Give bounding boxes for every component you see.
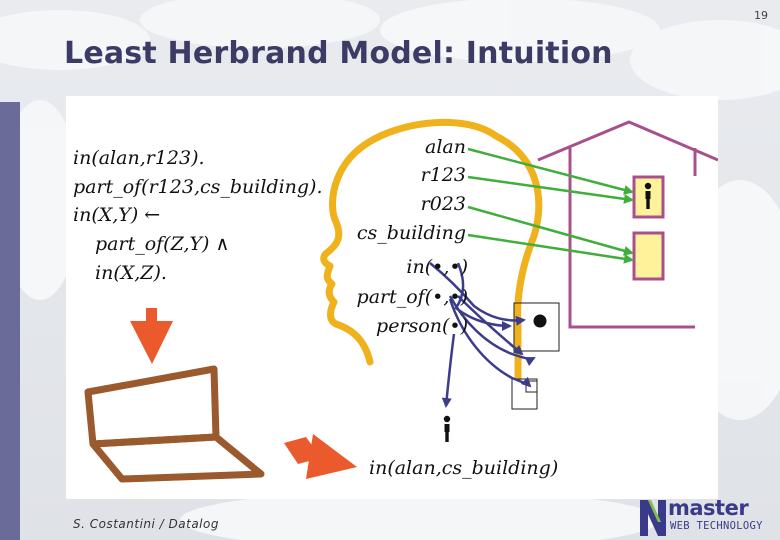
constant-arrows [468, 149, 632, 260]
program-line: part_of(r123,cs_building). [73, 178, 323, 197]
logo: master WEB TECHNOLOGY [638, 496, 776, 538]
predicate-label: part_of(•,•) [357, 288, 468, 307]
predicate-label: in(•,•) [406, 258, 468, 277]
logo-n-icon [638, 496, 668, 538]
domain-element-room [526, 381, 537, 392]
constant-label: alan [425, 138, 466, 157]
program-line: part_of(Z,Y) ∧ [95, 235, 229, 254]
program-line: in(X,Y) ← [73, 206, 160, 225]
house [538, 122, 718, 327]
orange-arrow-right [284, 434, 357, 479]
page-number: 19 [754, 9, 768, 22]
slide-title: Least Herbrand Model: Intuition [64, 36, 613, 71]
footer-author: S. Costantini / Datalog [73, 517, 219, 531]
program-line: in(alan,r123). [73, 149, 205, 168]
predicate-label: person(•) [376, 317, 468, 336]
program-line: in(X,Z). [95, 264, 167, 283]
orange-arrow-down [130, 308, 173, 364]
logo-word-bottom: WEB TECHNOLOGY [670, 520, 763, 532]
diagram-panel: in(alan,r123). part_of(r123,cs_building)… [66, 96, 718, 499]
domain-element-alan [534, 315, 547, 328]
room-r023 [634, 233, 663, 279]
constant-label: r023 [421, 195, 466, 214]
logo-word-top: master [668, 496, 748, 520]
person-icon [444, 416, 450, 442]
computer [88, 369, 261, 479]
constant-label: cs_building [357, 224, 466, 243]
derived-fact: in(alan,cs_building) [369, 459, 558, 478]
constant-label: r123 [421, 166, 466, 185]
left-accent-bar [0, 102, 20, 540]
